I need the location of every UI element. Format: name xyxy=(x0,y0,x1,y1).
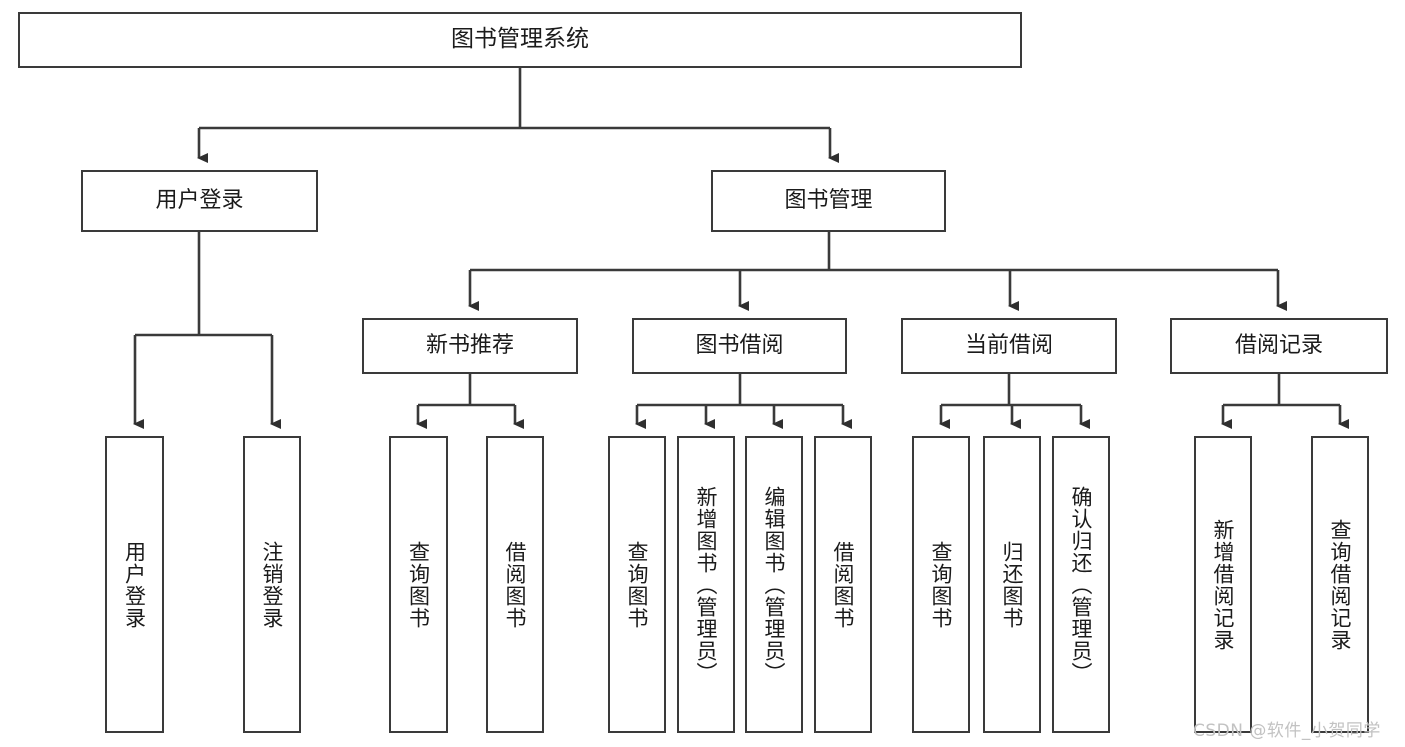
node-current-borrow-label: 当前借阅 xyxy=(964,332,1053,358)
leaf-confirm-return-admin[interactable]: 确认归还（管理员） xyxy=(1052,436,1110,733)
node-current-borrow[interactable]: 当前借阅 xyxy=(901,318,1117,374)
node-borrow-record[interactable]: 借阅记录 xyxy=(1170,318,1388,374)
node-user-login[interactable]: 用户登录 xyxy=(81,170,318,232)
leaf-user-login-label: 用户登录 xyxy=(122,540,147,629)
leaf-borrow-book-label: 借阅图书 xyxy=(831,540,856,629)
leaf-query-book-current[interactable]: 查询图书 xyxy=(912,436,970,733)
leaf-confirm-return-admin-label: 确认归还（管理员） xyxy=(1069,485,1094,684)
csdn-watermark: CSDN @软件_小贺同学 xyxy=(1193,721,1381,741)
leaf-query-book-borrow-label: 查询图书 xyxy=(625,540,650,629)
node-book-borrow-label: 图书借阅 xyxy=(695,332,784,358)
leaf-add-book-admin[interactable]: 新增图书（管理员） xyxy=(677,436,735,733)
leaf-logout-login[interactable]: 注销登录 xyxy=(243,436,301,733)
leaf-query-book-recommend-label: 查询图书 xyxy=(406,540,431,629)
leaf-query-book-current-label: 查询图书 xyxy=(929,540,954,629)
leaf-query-borrow-record-label: 查询借阅记录 xyxy=(1328,518,1353,651)
leaf-user-login[interactable]: 用户登录 xyxy=(105,436,164,733)
node-borrow-record-label: 借阅记录 xyxy=(1234,332,1323,358)
leaf-add-borrow-record-label: 新增借阅记录 xyxy=(1211,518,1236,651)
leaf-query-book-recommend[interactable]: 查询图书 xyxy=(389,436,448,733)
leaf-logout-login-label: 注销登录 xyxy=(260,540,285,629)
node-new-book-recommend-label: 新书推荐 xyxy=(425,332,514,358)
leaf-borrow-book-recommend[interactable]: 借阅图书 xyxy=(486,436,544,733)
leaf-query-book-borrow[interactable]: 查询图书 xyxy=(608,436,666,733)
node-root-label: 图书管理系统 xyxy=(451,26,589,53)
leaf-add-borrow-record[interactable]: 新增借阅记录 xyxy=(1194,436,1252,733)
leaf-return-book-label: 归还图书 xyxy=(1000,540,1025,629)
node-user-login-label: 用户登录 xyxy=(155,187,244,213)
node-book-manage-label: 图书管理 xyxy=(784,187,873,213)
node-new-book-recommend[interactable]: 新书推荐 xyxy=(362,318,578,374)
leaf-borrow-book-recommend-label: 借阅图书 xyxy=(503,540,528,629)
node-root[interactable]: 图书管理系统 xyxy=(18,12,1022,68)
leaf-edit-book-admin[interactable]: 编辑图书（管理员） xyxy=(745,436,803,733)
leaf-add-book-admin-label: 新增图书（管理员） xyxy=(694,485,719,684)
node-book-borrow[interactable]: 图书借阅 xyxy=(632,318,847,374)
leaf-query-borrow-record[interactable]: 查询借阅记录 xyxy=(1311,436,1369,733)
leaf-edit-book-admin-label: 编辑图书（管理员） xyxy=(762,485,787,684)
node-book-manage[interactable]: 图书管理 xyxy=(711,170,946,232)
leaf-borrow-book[interactable]: 借阅图书 xyxy=(814,436,872,733)
leaf-return-book[interactable]: 归还图书 xyxy=(983,436,1041,733)
